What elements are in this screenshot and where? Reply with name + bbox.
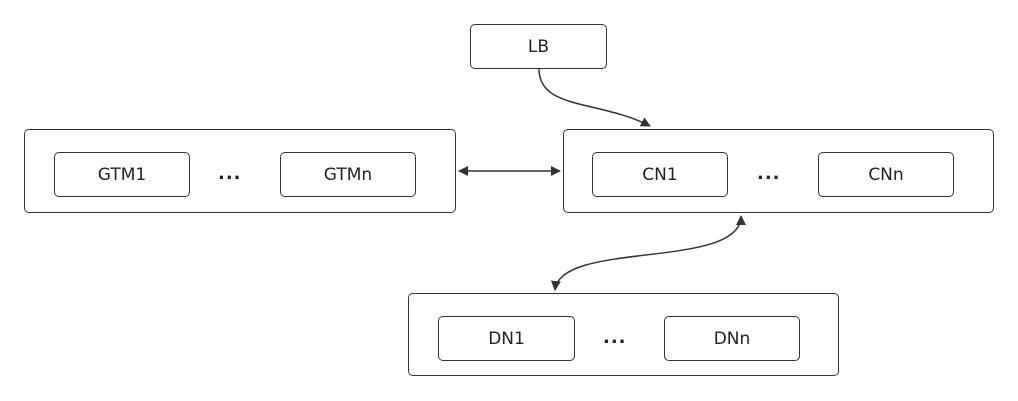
lb-label: LB bbox=[527, 36, 550, 57]
dn-first-node: DN1 bbox=[438, 316, 575, 361]
cn-last-label: CNn bbox=[868, 164, 904, 185]
dn-last-label: DNn bbox=[713, 328, 751, 349]
dn-last-node: DNn bbox=[664, 316, 800, 361]
dn-first-label: DN1 bbox=[488, 328, 525, 349]
gtm-ellipsis: ... bbox=[218, 163, 242, 184]
gtm-last-label: GTMn bbox=[323, 164, 373, 185]
cn-last-node: CNn bbox=[818, 152, 954, 197]
dn-ellipsis: ... bbox=[603, 327, 627, 348]
cn-dn-connector bbox=[550, 215, 746, 291]
cn-first-label: CN1 bbox=[642, 164, 678, 185]
gtm-first-node: GTM1 bbox=[54, 152, 190, 197]
cn-ellipsis: ... bbox=[757, 163, 781, 184]
cn-first-node: CN1 bbox=[592, 152, 728, 197]
lb-to-cn-connector bbox=[538, 68, 651, 127]
lb-node: LB bbox=[470, 24, 607, 69]
gtm-first-label: GTM1 bbox=[97, 164, 147, 185]
gtm-last-node: GTMn bbox=[280, 152, 416, 197]
